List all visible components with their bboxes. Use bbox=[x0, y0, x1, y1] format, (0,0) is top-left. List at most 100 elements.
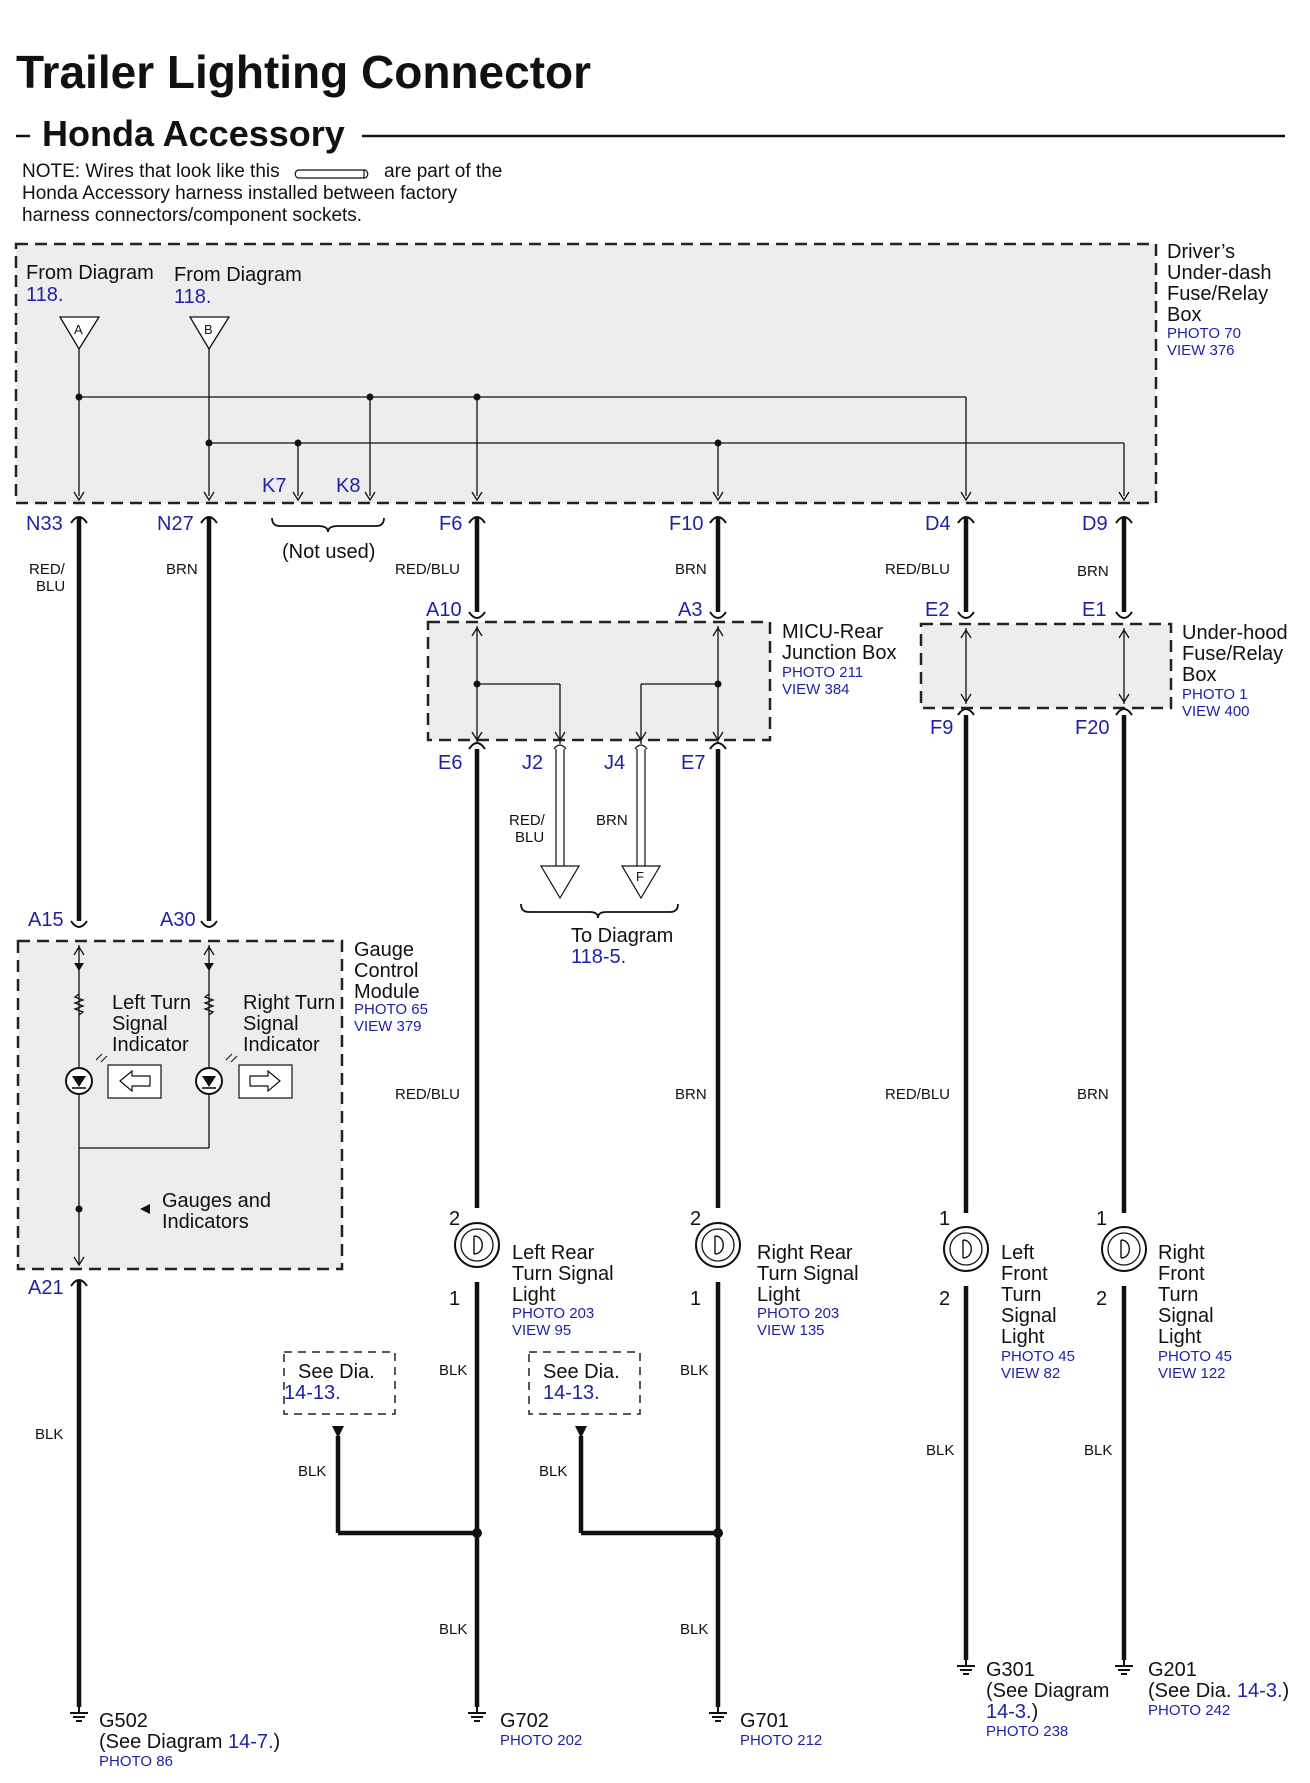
wire-lf-color: BLK bbox=[926, 1442, 954, 1459]
pin-d9: D9 bbox=[1082, 513, 1108, 535]
rf-light-label-3: Turn bbox=[1158, 1284, 1198, 1306]
rf-light-label-1: Right bbox=[1158, 1242, 1205, 1264]
rf-light-photo[interactable]: PHOTO 45 bbox=[1158, 1348, 1232, 1365]
wire-f6-color: RED/BLU bbox=[395, 561, 460, 578]
lr-light-label-2: Turn Signal bbox=[512, 1263, 614, 1285]
micu-label-2: Junction Box bbox=[782, 642, 897, 664]
from-diagram-b-ref[interactable]: 118. bbox=[174, 286, 211, 308]
fuse-box-photo[interactable]: PHOTO 70 bbox=[1167, 325, 1241, 342]
lf-light-view[interactable]: VIEW 82 bbox=[1001, 1365, 1060, 1382]
wire-a21-color: BLK bbox=[35, 1426, 63, 1443]
gauge-internal-wiring bbox=[73, 945, 215, 1266]
right-indicator-label-3: Indicator bbox=[243, 1034, 320, 1056]
micu-photo[interactable]: PHOTO 211 bbox=[782, 664, 863, 681]
wire-rr-color: BLK bbox=[680, 1362, 708, 1379]
rf-light-view[interactable]: VIEW 122 bbox=[1158, 1365, 1226, 1382]
gauge-module-view[interactable]: VIEW 379 bbox=[354, 1018, 422, 1035]
wire-d4-color: RED/BLU bbox=[885, 561, 950, 578]
see-dia-right-arrow bbox=[575, 1426, 587, 1438]
lf-pin-top: 1 bbox=[939, 1208, 950, 1230]
wire-e7-color: BRN bbox=[675, 1086, 707, 1103]
pin-j2: J2 bbox=[522, 752, 543, 774]
wire-f20-color: BRN bbox=[1077, 1086, 1109, 1103]
micu-internal-wiring bbox=[471, 626, 724, 744]
see-dia-left-ref[interactable]: 14-13. bbox=[284, 1382, 341, 1404]
rr-light-label-1: Right Rear bbox=[757, 1242, 853, 1264]
under-hood-label-2: Fuse/Relay bbox=[1182, 643, 1283, 665]
accessory-wire-icon bbox=[294, 169, 369, 179]
under-hood-view[interactable]: VIEW 400 bbox=[1182, 703, 1250, 720]
to-diagram-brace bbox=[520, 903, 679, 919]
lr-pin-top: 2 bbox=[449, 1208, 460, 1230]
right-arrow-icon bbox=[238, 1064, 293, 1099]
pin-e6: E6 bbox=[438, 752, 462, 774]
under-hood-photo[interactable]: PHOTO 1 bbox=[1182, 686, 1248, 703]
g702-photo[interactable]: PHOTO 202 bbox=[500, 1732, 582, 1749]
pin-f6: F6 bbox=[439, 513, 462, 535]
pin-f20: F20 bbox=[1075, 717, 1109, 739]
splice-left bbox=[472, 1528, 482, 1538]
page-title: Trailer Lighting Connector bbox=[16, 46, 591, 98]
g201-see: (See Dia. 14-3.) bbox=[1148, 1680, 1289, 1702]
wire-j2-color-2: BLU bbox=[515, 829, 544, 846]
pin-e7: E7 bbox=[681, 752, 705, 774]
from-diagram-a-label: From Diagram bbox=[26, 262, 154, 284]
lf-light-photo[interactable]: PHOTO 45 bbox=[1001, 1348, 1075, 1365]
rr-light-photo[interactable]: PHOTO 203 bbox=[757, 1305, 839, 1322]
gauges-label-1: Gauges and bbox=[162, 1190, 271, 1212]
g502-photo[interactable]: PHOTO 86 bbox=[99, 1753, 173, 1770]
rr-pin-bottom: 1 bbox=[690, 1288, 701, 1310]
from-diagram-a-ref[interactable]: 118. bbox=[26, 284, 63, 306]
fuse-box-view[interactable]: VIEW 376 bbox=[1167, 342, 1235, 359]
page-subtitle: Honda Accessory bbox=[42, 113, 345, 154]
right-rear-turn-signal-bulb-icon bbox=[695, 1222, 741, 1268]
pin-e2: E2 bbox=[925, 599, 949, 621]
pin-a21: A21 bbox=[28, 1277, 64, 1299]
wire-j4-color: BRN bbox=[596, 812, 628, 829]
g201-photo[interactable]: PHOTO 242 bbox=[1148, 1702, 1230, 1719]
wire-g701-color: BLK bbox=[680, 1621, 708, 1638]
left-indicator-label-2: Signal bbox=[112, 1013, 168, 1035]
lr-light-photo[interactable]: PHOTO 203 bbox=[512, 1305, 594, 1322]
see-dia-right-ref[interactable]: 14-13. bbox=[543, 1382, 600, 1404]
fuse-box-label-1: Driver’s bbox=[1167, 241, 1235, 263]
rr-light-label-3: Light bbox=[757, 1284, 801, 1306]
connector-b-triangle: B bbox=[188, 316, 231, 351]
gauge-control-module bbox=[16, 939, 344, 1271]
gauge-module-label-3: Module bbox=[354, 981, 420, 1003]
g301-ref[interactable]: 14-3.) bbox=[986, 1701, 1038, 1723]
g701-photo[interactable]: PHOTO 212 bbox=[740, 1732, 822, 1749]
g301-photo[interactable]: PHOTO 238 bbox=[986, 1723, 1068, 1740]
see-dia-left-label: See Dia. bbox=[298, 1361, 375, 1383]
rf-light-label-5: Light bbox=[1158, 1326, 1202, 1348]
ground-g702-icon bbox=[467, 1706, 487, 1722]
gauge-module-photo[interactable]: PHOTO 65 bbox=[354, 1001, 428, 1018]
right-indicator-bulb-icon bbox=[195, 1053, 238, 1095]
under-hood-label-1: Under-hood bbox=[1182, 622, 1288, 644]
wire-see-left-color: BLK bbox=[298, 1463, 326, 1480]
fuse-box-label-2: Under-dash bbox=[1167, 262, 1272, 284]
splice-right bbox=[713, 1528, 723, 1538]
micu-rear-junction-box bbox=[426, 620, 772, 742]
lf-light-label-5: Light bbox=[1001, 1326, 1045, 1348]
micu-label-1: MICU-Rear bbox=[782, 621, 883, 643]
lf-pin-bottom: 2 bbox=[939, 1288, 950, 1310]
not-used-label: (Not used) bbox=[282, 541, 375, 563]
micu-view[interactable]: VIEW 384 bbox=[782, 681, 850, 698]
pin-a30: A30 bbox=[160, 909, 196, 931]
left-rear-turn-signal-bulb-icon bbox=[454, 1222, 500, 1268]
under-hood-fuse-box bbox=[919, 622, 1173, 710]
wire-n33-color-2: BLU bbox=[36, 578, 65, 595]
rf-pin-bottom: 2 bbox=[1096, 1288, 1107, 1310]
rr-light-view[interactable]: VIEW 135 bbox=[757, 1322, 825, 1339]
pin-k8: K8 bbox=[336, 475, 360, 497]
right-front-turn-signal-bulb-icon bbox=[1101, 1226, 1147, 1272]
g301-see: (See Diagram bbox=[986, 1680, 1109, 1702]
left-front-turn-signal-bulb-icon bbox=[943, 1226, 989, 1272]
gauge-module-label-2: Control bbox=[354, 960, 418, 982]
lr-light-view[interactable]: VIEW 95 bbox=[512, 1322, 571, 1339]
from-diagram-b-label: From Diagram bbox=[174, 264, 302, 286]
to-diagram-ref[interactable]: 118-5. bbox=[571, 946, 626, 968]
rf-pin-top: 1 bbox=[1096, 1208, 1107, 1230]
right-indicator-label-1: Right Turn bbox=[243, 992, 335, 1014]
